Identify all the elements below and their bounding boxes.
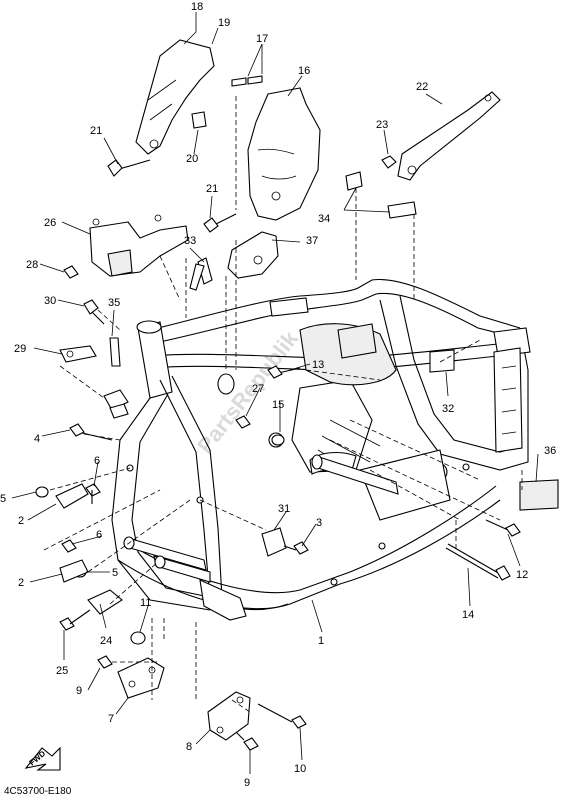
callout-2-lower: 2 [18, 577, 24, 589]
callout-22: 22 [416, 81, 428, 93]
callout-23: 23 [376, 119, 388, 131]
callout-18: 18 [191, 1, 203, 13]
callout-15: 15 [272, 399, 284, 411]
callout-11: 11 [140, 597, 151, 609]
callout-2-upper: 2 [18, 515, 24, 527]
callout-27: 27 [252, 383, 264, 395]
callout-21-upper: 21 [90, 125, 102, 137]
callout-34: 34 [318, 213, 330, 225]
side-cover [189, 231, 279, 291]
callout-3: 3 [316, 517, 322, 529]
callout-9-bottom: 9 [244, 777, 250, 789]
rear-bracket [397, 91, 501, 181]
callout-25: 25 [56, 665, 68, 677]
callout-17: 17 [256, 33, 268, 45]
coil-bracket [89, 214, 189, 277]
callout-30: 30 [44, 295, 56, 307]
callout-6-lower: 6 [96, 529, 102, 541]
callout-12: 12 [516, 569, 528, 581]
forward-arrow: FWD [24, 746, 61, 771]
main-frame [103, 278, 531, 621]
diagram-code: 4C53700-E180 [4, 786, 72, 797]
callout-36: 36 [544, 445, 556, 457]
callout-4: 4 [34, 433, 40, 445]
callout-16: 16 [298, 65, 310, 77]
callout-8: 8 [186, 741, 192, 753]
guide-lines [43, 96, 523, 713]
callout-35: 35 [108, 297, 120, 309]
callout-37: 37 [306, 235, 318, 247]
callout-numbers: 18 19 17 16 22 23 21 20 21 34 26 33 37 2… [0, 1, 556, 789]
callout-10: 10 [294, 763, 306, 775]
watermark: PartsRepublik [192, 326, 303, 459]
callout-26: 26 [44, 217, 56, 229]
upper-bracket [135, 39, 215, 155]
callout-28: 28 [26, 259, 38, 271]
leader-lines [11, 12, 539, 774]
callout-5-lower: 5 [112, 567, 118, 579]
callout-19: 19 [218, 17, 230, 29]
callout-14: 14 [462, 609, 474, 621]
callout-32: 32 [442, 403, 454, 415]
callout-9-left: 9 [76, 685, 82, 697]
callout-5-upper: 5 [0, 493, 6, 505]
callout-13: 13 [312, 359, 324, 371]
callout-7: 7 [108, 713, 114, 725]
callout-33: 33 [184, 235, 196, 247]
callout-29: 29 [14, 343, 26, 355]
callout-1: 1 [318, 635, 324, 647]
fasteners [35, 155, 521, 751]
callout-21-middle: 21 [206, 183, 218, 195]
callout-6-upper: 6 [94, 455, 100, 467]
callout-20: 20 [186, 153, 198, 165]
callout-24: 24 [100, 635, 112, 647]
callout-31: 31 [278, 503, 290, 515]
labels-group [109, 75, 559, 511]
frame-cover [247, 87, 321, 221]
